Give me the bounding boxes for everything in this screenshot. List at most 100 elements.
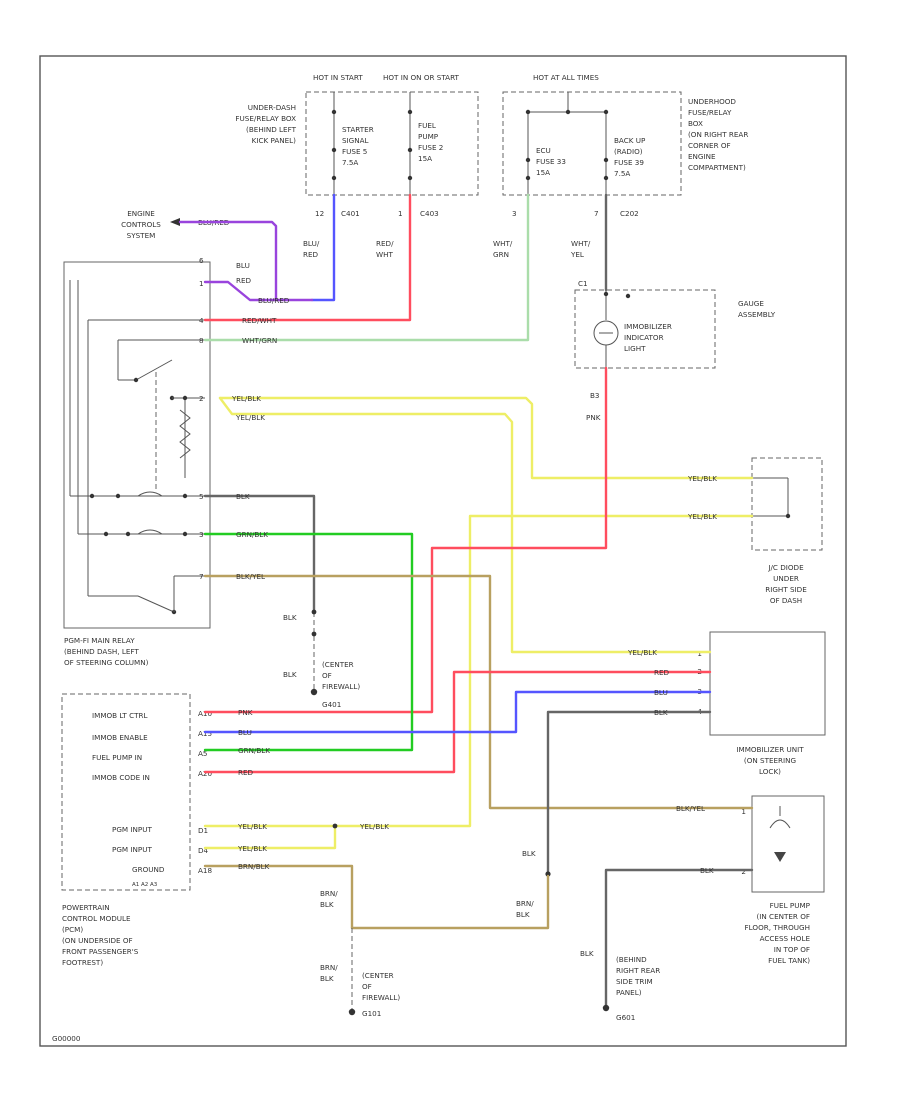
svg-text:FUSE 33: FUSE 33 [536,157,566,166]
svg-text:4: 4 [199,316,204,325]
svg-text:2: 2 [199,394,204,403]
immobilizer-indicator-light-label: IMMOBILIZER INDICATOR LIGHT [624,322,672,353]
header-hot-in-on: HOT IN ON OR START [383,73,460,82]
svg-text:GROUND: GROUND [132,865,165,874]
svg-text:(CENTER: (CENTER [322,660,354,669]
wire-label-yel-blk-immob: YEL/BLK [627,648,657,657]
svg-text:OF STEERING COLUMN): OF STEERING COLUMN) [64,658,149,667]
svg-text:A5: A5 [198,749,208,758]
svg-text:UNDER-DASH: UNDER-DASH [248,103,296,112]
wire-label-brn-blk-pcm: BRN/BLK [238,862,270,871]
wire-label-red-wht-1: RED/ [376,239,394,248]
wire-label-yel-blk-relay-1: YEL/BLK [231,394,261,403]
svg-text:FOOTREST): FOOTREST) [62,958,103,967]
wire-label-yel-blk-splice: YEL/BLK [359,822,389,831]
diagram-code: G00000 [52,1034,81,1043]
wire-label-red-pcm: RED [238,768,254,777]
svg-text:A18: A18 [198,866,212,875]
fuse-starter-signal: STARTER SIGNAL FUSE 5 7.5A [342,125,374,167]
pcm-rows: IMMOB LT CTRL IMMOB ENABLE FUEL PUMP IN … [92,711,165,874]
svg-text:ENGINE: ENGINE [127,209,155,218]
wire-label-red-immob: RED [654,668,670,677]
header-hot-at-all-times: HOT AT ALL TIMES [533,73,599,82]
svg-text:(ON STEERING: (ON STEERING [744,756,796,765]
wire-yel-blk-1 [218,396,754,480]
relay-coil-icon [179,409,191,459]
svg-text:SIGNAL: SIGNAL [342,136,369,145]
svg-text:LIGHT: LIGHT [624,344,646,353]
svg-text:STARTER: STARTER [342,125,374,134]
wire-label-red-wht-relay: RED/WHT [242,316,277,325]
svg-text:(BEHIND DASH, LEFT: (BEHIND DASH, LEFT [64,647,139,656]
fuel-pump-pins: 1 2 [741,807,746,876]
wire-label-yel-blk-diode-1: YEL/BLK [687,474,717,483]
main-relay-label: PGM-FI MAIN RELAY (BEHIND DASH, LEFT OF … [64,636,149,667]
svg-text:G401: G401 [322,700,341,709]
wire-label-blk-yel-fuel: BLK/YEL [676,804,705,813]
svg-text:PGM INPUT: PGM INPUT [112,825,152,834]
wire-yel-blk-3 [203,514,754,828]
wire-label-blu-relay-2: RED [236,276,252,285]
svg-text:CORNER OF: CORNER OF [688,141,731,150]
svg-text:PGM INPUT: PGM INPUT [112,845,152,854]
wire-brn-blk-splice [350,874,550,930]
wire-label-brn-blk-1a: BRN/ [320,889,338,898]
wire-label-grn-blk-relay: GRN/BLK [236,530,268,539]
svg-text:KICK PANEL): KICK PANEL) [252,136,297,145]
svg-text:ASSEMBLY: ASSEMBLY [738,310,776,319]
svg-text:PGM-FI MAIN RELAY: PGM-FI MAIN RELAY [64,636,135,645]
svg-text:A15: A15 [198,729,212,738]
wire-label-blk-splice: BLK [522,849,536,858]
wire-label-yel-blk-pcm-1: YEL/BLK [237,822,267,831]
wire-blk-relay [203,494,316,614]
wire-label-blk-g401-1: BLK [283,613,297,622]
fuel-pump-ground-icon [774,852,786,862]
wire-yel-blk-4 [203,824,337,850]
wire-label-wht-yel-2: YEL [570,250,584,259]
pcm-box [61,693,191,891]
svg-text:G101: G101 [362,1009,381,1018]
svg-text:BOX: BOX [688,119,703,128]
svg-text:5: 5 [199,492,204,501]
svg-text:SIDE TRIM: SIDE TRIM [616,977,653,986]
svg-text:LOCK): LOCK) [759,767,781,776]
svg-text:RIGHT SIDE: RIGHT SIDE [765,585,807,594]
wire-label-wht-grn-1: WHT/ [493,239,513,248]
wire-blk-yel [203,574,754,810]
svg-text:FUSE/RELAY BOX: FUSE/RELAY BOX [235,114,296,123]
wire-blk-fuel-pump [604,868,754,1008]
svg-text:FUSE 39: FUSE 39 [614,158,644,167]
wire-label-blk-immob: BLK [654,708,668,717]
svg-text:IMMOB ENABLE: IMMOB ENABLE [92,733,148,742]
wire-red-wht [203,193,412,322]
fuse-backup-radio: BACK UP (RADIO) FUSE 39 7.5A [614,136,646,178]
fuel-pump-box [751,795,825,893]
wire-label-brn-blk-2a: BRN/ [516,899,534,908]
underdash-fuse-box [305,91,479,196]
wire-label-blu-red-relay: BLU/RED [258,296,290,305]
c401-pin: 12 [315,209,324,218]
wire-label-wht-grn-relay: WHT/GRN [242,336,277,345]
wire-label-wht-yel-1: WHT/ [571,239,591,248]
svg-text:1: 1 [199,279,204,288]
svg-text:(IN CENTER OF: (IN CENTER OF [756,912,810,921]
svg-text:CONTROLS: CONTROLS [121,220,161,229]
svg-text:7: 7 [199,572,204,581]
wire-label-blk-g401-2: BLK [283,670,297,679]
wire-blk-immob [546,710,712,874]
svg-text:ENGINE: ENGINE [688,152,716,161]
svg-text:FUEL PUMP: FUEL PUMP [770,901,811,910]
fuse-ecu: ECU FUSE 33 15A [536,146,566,177]
svg-text:(ON RIGHT REAR: (ON RIGHT REAR [688,130,748,139]
wire-label-grn-blk-pcm: GRN/BLK [238,746,270,755]
wire-yel-blk-2 [218,396,712,654]
svg-text:6: 6 [199,256,204,265]
svg-text:FIREWALL): FIREWALL) [322,682,360,691]
wire-label-yel-blk-diode-2: YEL/BLK [687,512,717,521]
immobilizer-unit-label: IMMOBILIZER UNIT (ON STEERING LOCK) [736,745,804,776]
svg-text:(ON UNDERSIDE OF: (ON UNDERSIDE OF [62,936,133,945]
c202-pin-7: 7 [594,209,599,218]
underhood-fuse-box [502,91,682,196]
svg-text:A10: A10 [198,709,212,718]
svg-text:ACCESS HOLE: ACCESS HOLE [760,934,811,943]
